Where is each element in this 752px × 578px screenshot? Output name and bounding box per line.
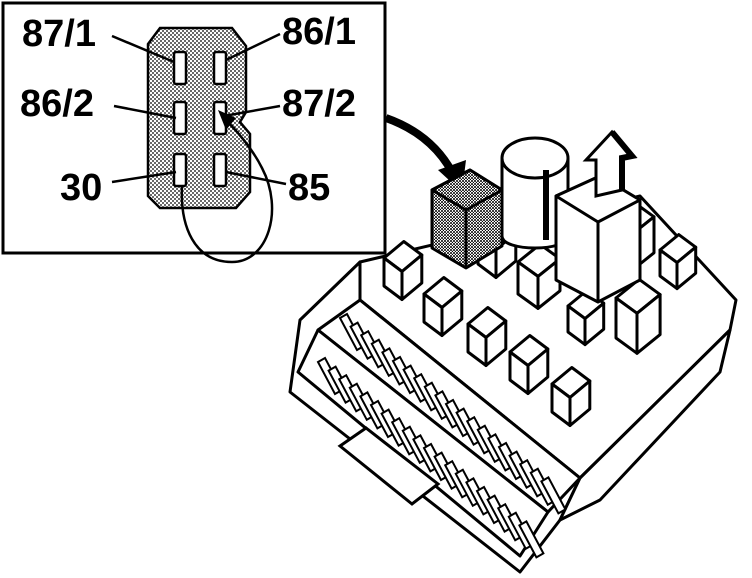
label-87-2: 87/2	[282, 83, 356, 125]
relay	[614, 277, 662, 355]
label-30: 30	[60, 167, 102, 209]
relay	[466, 306, 508, 367]
label-85: 85	[288, 167, 330, 209]
up-arrow-icon	[582, 129, 638, 198]
pin-slot-30	[172, 152, 188, 188]
pin-slot-86-1	[212, 50, 228, 86]
relay	[550, 366, 592, 427]
relay	[508, 334, 550, 395]
highlighted-relay	[430, 168, 504, 270]
relay	[658, 233, 698, 291]
label-86-2: 86/2	[20, 83, 94, 125]
fuse-row-lower	[316, 356, 545, 559]
fuse-row-upper	[338, 312, 567, 515]
pinout-inset: 87/1 86/1 86/2 87/2 30 85	[1, 1, 387, 264]
mounting-tab	[337, 426, 441, 506]
fuse-slot	[540, 476, 567, 515]
pin-slot-87-1	[172, 50, 188, 86]
jumper-wire	[180, 117, 274, 264]
leader-lines	[111, 32, 287, 186]
jumper-arrowhead	[218, 110, 236, 130]
fuse-slot	[518, 520, 545, 559]
label-87-1: 87/1	[22, 13, 96, 55]
pin-slot-85	[212, 152, 228, 188]
housing-side	[558, 328, 732, 522]
relay	[382, 240, 424, 301]
relay	[422, 276, 464, 337]
cylinder-component	[500, 136, 570, 250]
label-86-1: 86/1	[282, 11, 356, 53]
